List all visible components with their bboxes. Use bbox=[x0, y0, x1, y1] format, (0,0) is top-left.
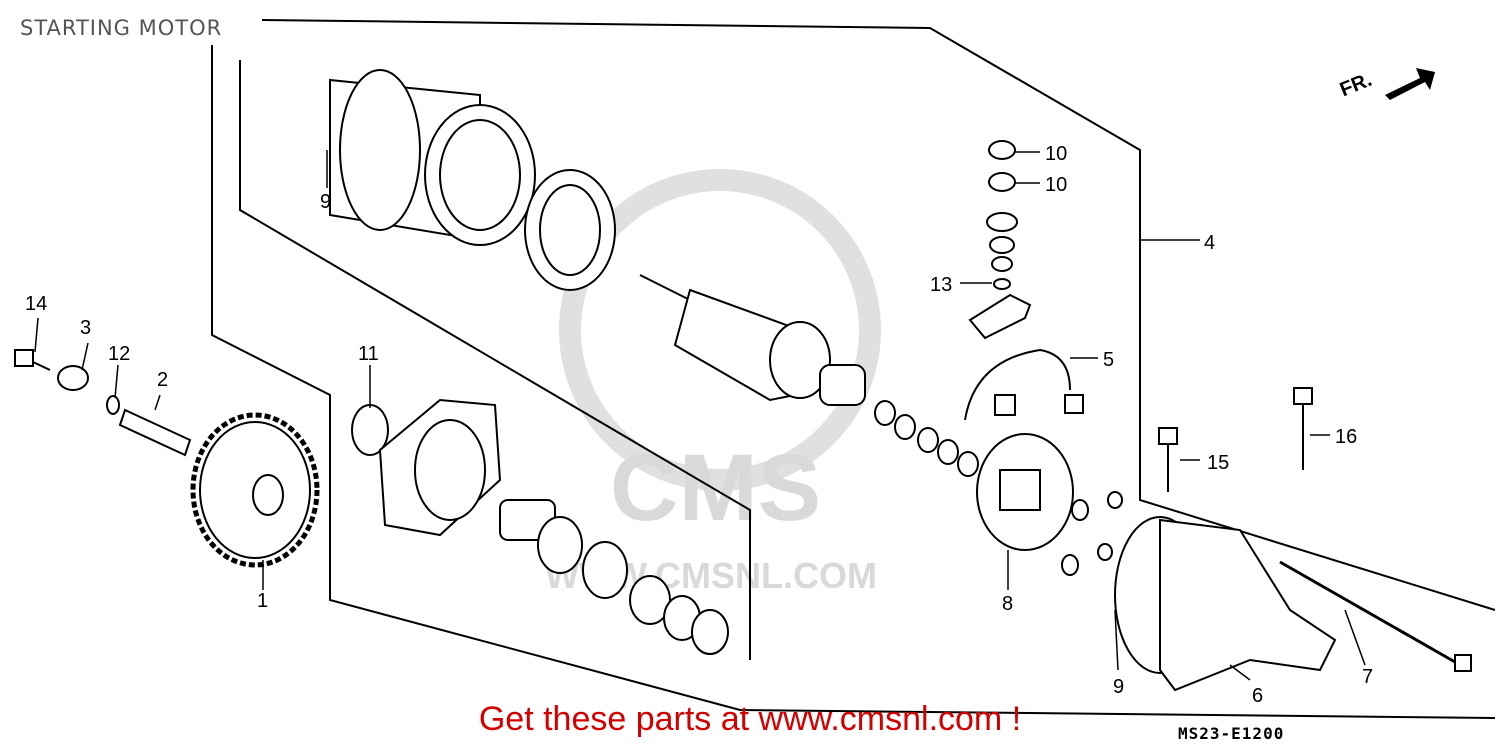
callout-labels: 1 2 3 4 5 6 7 8 9 9 10 10 11 12 13 14 15… bbox=[25, 143, 1373, 707]
promo-banner[interactable]: Get these parts at www.cmsnl.com ! bbox=[0, 700, 1500, 739]
reduction-gear bbox=[190, 412, 320, 568]
watermark-logo-ring bbox=[559, 169, 881, 491]
callout-9-top: 9 bbox=[320, 191, 331, 213]
callout-12: 12 bbox=[108, 343, 130, 365]
callout-15: 15 bbox=[1207, 452, 1229, 474]
callout-16: 16 bbox=[1335, 426, 1357, 448]
axis-washers bbox=[874, 400, 979, 477]
callout-14: 14 bbox=[25, 293, 47, 315]
gear-shaft bbox=[118, 408, 192, 457]
callout-11: 11 bbox=[358, 343, 379, 365]
mounting-bolts bbox=[1158, 387, 1313, 492]
callout-5: 5 bbox=[1103, 349, 1114, 371]
callout-2: 2 bbox=[157, 369, 168, 391]
bolt-and-plate bbox=[14, 349, 120, 415]
callout-13: 13 bbox=[930, 274, 952, 296]
armature bbox=[639, 274, 866, 406]
motor-yoke bbox=[329, 69, 536, 246]
promo-text[interactable]: Get these parts at www.cmsnl.com ! bbox=[478, 700, 1022, 738]
watermark-brand: CMS bbox=[610, 435, 821, 541]
through-bolt bbox=[1279, 560, 1472, 672]
bearing-and-washers bbox=[499, 499, 729, 655]
diagram-code: MS23-E1200 bbox=[1178, 724, 1285, 743]
assembly-outline bbox=[211, 19, 1496, 719]
rear-cover bbox=[1114, 516, 1337, 692]
callout-4: 4 bbox=[1204, 232, 1215, 254]
watermark: CMS WWW.CMSNL.COM bbox=[545, 169, 881, 596]
front-bracket bbox=[351, 398, 502, 537]
callout-9-bottom: 9 bbox=[1113, 676, 1124, 698]
brush-plate bbox=[976, 433, 1074, 551]
callout-10-lower: 10 bbox=[1045, 174, 1067, 196]
brush-plate-ring bbox=[524, 169, 616, 291]
terminal-nut-stack bbox=[968, 140, 1032, 340]
front-arrow-icon bbox=[1385, 68, 1435, 100]
brush-holder bbox=[964, 348, 1084, 421]
callout-7: 7 bbox=[1362, 666, 1373, 688]
diagram-title: STARTING MOTOR bbox=[20, 16, 223, 40]
callout-3: 3 bbox=[80, 317, 91, 339]
callout-10-upper: 10 bbox=[1045, 143, 1067, 165]
callout-6: 6 bbox=[1252, 685, 1263, 707]
callout-8: 8 bbox=[1002, 593, 1013, 615]
small-springs bbox=[1061, 491, 1123, 576]
callout-1: 1 bbox=[257, 590, 268, 612]
leader-lines bbox=[34, 150, 1366, 681]
